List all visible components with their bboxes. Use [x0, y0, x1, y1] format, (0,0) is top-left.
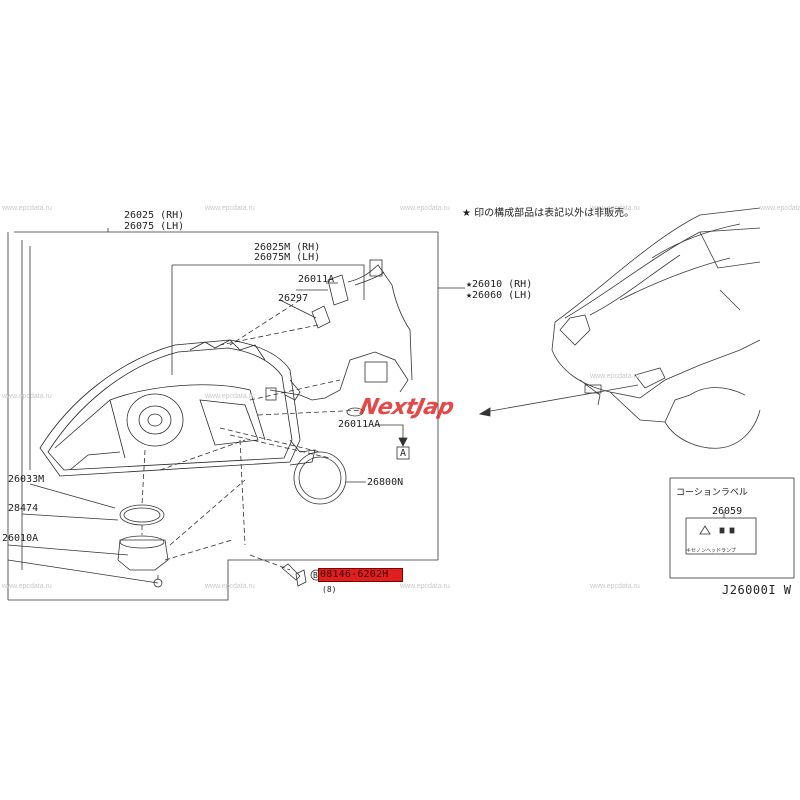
lamp-cover-26800n	[293, 451, 366, 505]
part-label-26010[interactable]: ★26010 (RH)	[466, 279, 533, 290]
part-label-26025m[interactable]: 26025M (RH)	[254, 242, 321, 253]
caution-label-frame	[669, 477, 795, 579]
watermark: www.epcdata.ru	[400, 205, 450, 212]
wiring-harness	[265, 259, 413, 417]
part-label-26075m[interactable]: 26075M (LH)	[254, 252, 321, 263]
part-label-26010a[interactable]: 26010A	[2, 533, 39, 544]
part-label-26075[interactable]: 26075 (LH)	[124, 221, 185, 232]
watermark: www.epcdata.ru	[400, 583, 450, 590]
caution-label-part-number[interactable]: 26059	[712, 506, 743, 517]
part-label-26033m[interactable]: 26033M	[8, 474, 45, 485]
caution-label-title: コーションラベル	[676, 488, 748, 498]
highlighted-part-box[interactable]	[318, 568, 403, 582]
car-illustration	[478, 207, 761, 449]
caution-label-text: キセノンヘッドランプ	[686, 548, 736, 554]
reference-box-a[interactable]: A	[400, 448, 407, 459]
part-label-28474[interactable]: 28474	[8, 503, 39, 514]
watermark: www.epcdata.ru	[2, 583, 52, 590]
watermark: www.epcdata.ru	[590, 583, 640, 590]
quantity-note: (8)	[322, 585, 337, 594]
watermark: www.epcdata.ru	[590, 373, 640, 380]
bulb-parts	[279, 274, 349, 329]
watermark: www.epcdata.ru	[205, 583, 255, 590]
leader-lines	[7, 483, 159, 584]
highlighted-part-number[interactable]: 08146-6202H	[320, 569, 389, 580]
inner-bracket	[171, 264, 365, 375]
reference-circle-b: B	[313, 571, 318, 580]
watermark: www.epcdata.ru	[2, 205, 52, 212]
watermark: www.epcdata.ru	[205, 393, 255, 400]
availability-note: ★ 印の構成部品は表記以外は非販売。	[462, 208, 635, 219]
watermark: www.epcdata.ru	[590, 205, 640, 212]
watermark: www.epcdata.ru	[2, 393, 52, 400]
part-label-26060[interactable]: ★26060 (LH)	[466, 290, 533, 301]
part-label-26297[interactable]: 26297	[278, 293, 309, 304]
part-label-26011a[interactable]: 26011A	[298, 274, 335, 285]
watermark: www.epcdata.ru	[205, 205, 255, 212]
ballast-parts	[117, 504, 169, 588]
outer-bracket	[7, 228, 439, 601]
part-label-26800n[interactable]: 26800N	[367, 477, 404, 488]
part-label-26011aa[interactable]: 26011AA	[338, 419, 381, 430]
brand-logo: NextJap	[357, 395, 456, 420]
dashed-assembly-lines	[141, 299, 366, 571]
arrow-to-a	[375, 424, 410, 460]
headlamp-housing	[39, 339, 316, 477]
diagram-code: J26000I W	[722, 583, 792, 597]
part-label-26025[interactable]: 26025 (RH)	[124, 210, 185, 221]
watermark: www.epcdata.ru	[760, 205, 800, 212]
